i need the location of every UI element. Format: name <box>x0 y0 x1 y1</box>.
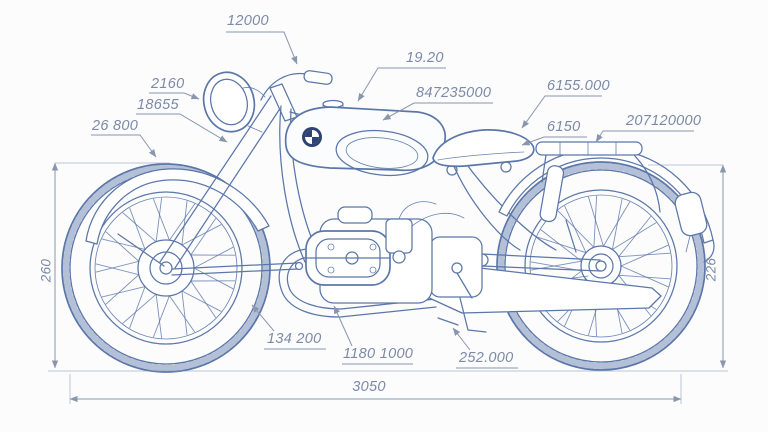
fuel-tank <box>284 99 446 177</box>
dim-label-exhaust: 134 200 <box>267 331 322 347</box>
motorcycle-drawing <box>61 70 715 373</box>
rear-shock <box>539 165 577 253</box>
exhaust-pipe <box>278 248 437 318</box>
dim-label-overall-length: 3050 <box>352 379 386 395</box>
dim-label-luggage-rack: 207120000 <box>626 113 702 129</box>
front-fender-stay <box>117 233 165 267</box>
front-brake-arm <box>171 261 304 276</box>
dim-label-headlight: 2160 <box>151 76 185 92</box>
handlebar <box>242 70 333 101</box>
dim-label-seat-rear: 6150 <box>547 119 581 135</box>
dimension-lines <box>48 31 728 404</box>
front-wheel <box>61 163 271 373</box>
dim-label-rear-wheel-height: 226 <box>703 257 719 282</box>
dim-label-engine: 1180 1000 <box>343 346 414 362</box>
muffler <box>424 267 662 314</box>
tank-roundel <box>302 127 322 147</box>
gearbox <box>429 236 483 298</box>
dim-label-front-wheel-height: 260 <box>38 258 54 283</box>
rear-wheel <box>496 161 706 371</box>
dim-label-fuel-cap: 19.20 <box>406 50 444 66</box>
seat <box>432 129 535 176</box>
front-wheel-spokes <box>95 197 236 339</box>
dim-label-front-fender: 26 800 <box>92 118 139 134</box>
headlight <box>202 71 263 133</box>
dim-label-front-fork: 18655 <box>137 97 179 113</box>
carburetor <box>385 218 413 254</box>
rear-fender <box>498 147 715 263</box>
dim-label-handlebar: 12000 <box>227 13 269 29</box>
engine <box>305 201 483 304</box>
luggage-rack <box>535 141 661 213</box>
dim-label-fuel-tank: 847235000 <box>416 85 492 101</box>
dim-label-frame-bottom: 252.000 <box>459 350 514 366</box>
center-stand <box>437 297 487 333</box>
taillight <box>674 191 708 237</box>
front-fender <box>85 168 270 245</box>
dim-label-seat: 6155.000 <box>547 78 610 94</box>
